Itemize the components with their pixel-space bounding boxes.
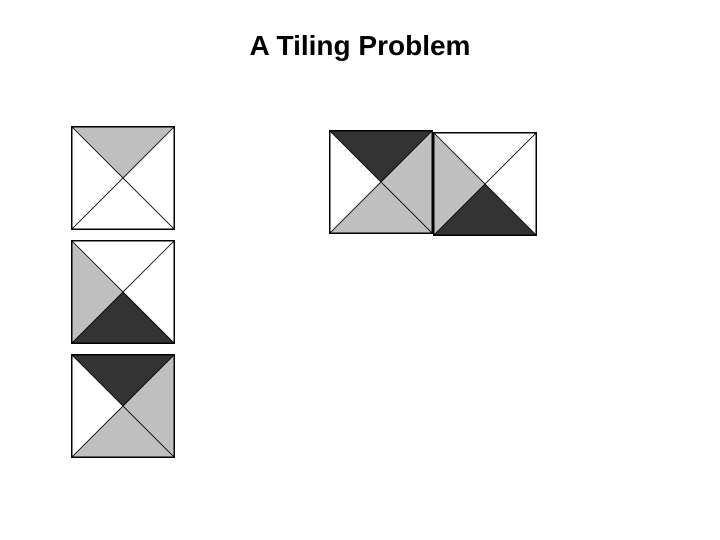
tile-drawing — [71, 126, 175, 230]
tile-top-triangle — [71, 240, 175, 292]
tile-bottom-triangle — [433, 184, 537, 236]
tile-border — [71, 126, 175, 230]
tile-border — [71, 354, 175, 458]
tile-diagonal — [71, 354, 175, 458]
tile-right-triangle — [381, 130, 433, 234]
tile-bottom-triangle — [71, 178, 175, 230]
slide-title: A Tiling Problem — [249, 30, 471, 61]
tile-bottom-triangle — [71, 406, 175, 458]
tile-left-triangle — [71, 354, 123, 458]
tile-drawing — [71, 354, 175, 458]
placed-tile-type-3 — [329, 130, 433, 234]
tile-top-triangle — [71, 126, 175, 178]
tile-type-2 — [71, 240, 175, 344]
tile-drawing — [71, 240, 175, 344]
tile-border — [433, 132, 537, 236]
tile-left-triangle — [433, 132, 485, 236]
tile-top-triangle — [71, 354, 175, 406]
tile-border — [329, 130, 433, 234]
placed-tile-type-2 — [433, 132, 537, 236]
tile-diagonal — [433, 132, 537, 236]
tile-bottom-triangle — [329, 182, 433, 234]
tile-diagonal — [71, 240, 175, 344]
tile-top-triangle — [329, 130, 433, 182]
tile-top-triangle — [433, 132, 537, 184]
tile-right-triangle — [123, 240, 175, 344]
tile-left-triangle — [71, 126, 123, 230]
tile-drawing — [329, 130, 433, 234]
tile-type-1 — [71, 126, 175, 230]
tile-drawing — [433, 132, 537, 236]
tile-diagonal — [71, 126, 175, 230]
tile-bottom-triangle — [71, 292, 175, 344]
tile-right-triangle — [123, 126, 175, 230]
tile-right-triangle — [123, 354, 175, 458]
tile-left-triangle — [71, 240, 123, 344]
tile-type-3 — [71, 354, 175, 458]
tile-border — [71, 240, 175, 344]
tile-diagonal — [329, 130, 433, 234]
tile-left-triangle — [329, 130, 381, 234]
tile-right-triangle — [485, 132, 537, 236]
